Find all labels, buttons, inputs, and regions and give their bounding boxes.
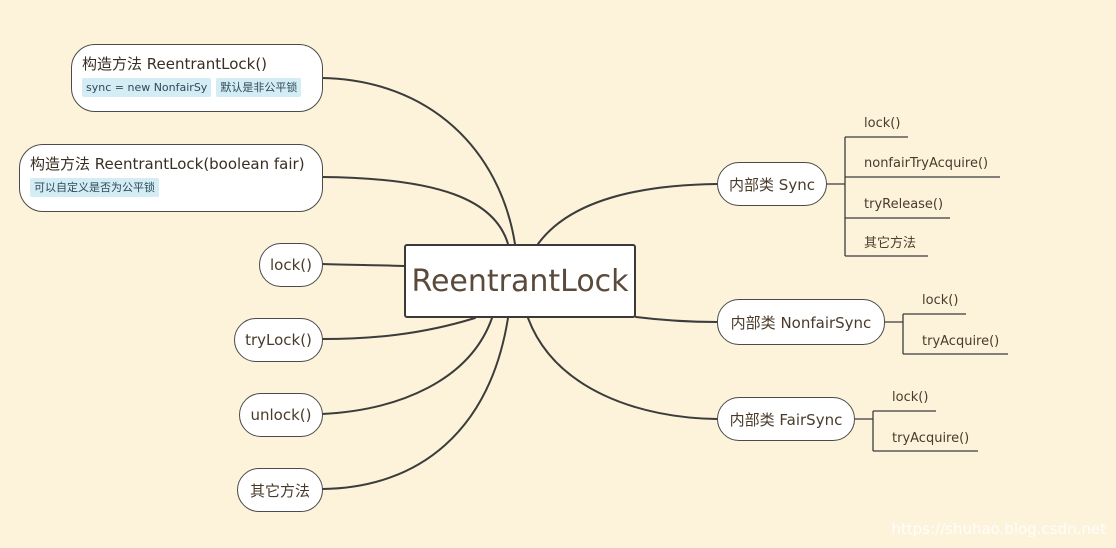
sync-child-nonfairtryacquire[interactable]: nonfairTryAcquire(): [864, 156, 989, 171]
ctor-fair-title: 构造方法 ReentrantLock(boolean fair): [30, 155, 305, 173]
sync-child-tryrelease[interactable]: tryRelease(): [864, 197, 944, 212]
left-unlock-node[interactable]: unlock(): [239, 393, 323, 437]
fair-child-lock[interactable]: lock(): [892, 390, 929, 405]
ctor-default-tag-sync: sync = new NonfairSy: [82, 78, 212, 97]
root-node[interactable]: ReentrantLock: [404, 244, 636, 318]
edge-trylock: [321, 317, 476, 340]
edge-ctor-default: [321, 77, 516, 245]
edge-other: [321, 317, 509, 490]
ctor-fair-tag: 可以自定义是否为公平锁: [30, 178, 159, 197]
nonfair-child-tryacquire[interactable]: tryAcquire(): [922, 334, 1000, 349]
edge-unlock: [321, 317, 493, 415]
nonfair-node[interactable]: 内部类 NonfairSync: [717, 299, 885, 345]
left-trylock-node[interactable]: tryLock(): [234, 318, 323, 362]
ctor-default-tag-default: 默认是非公平锁: [216, 78, 302, 97]
left-lock-label: lock(): [270, 256, 312, 274]
sync-node[interactable]: 内部类 Sync: [717, 162, 827, 206]
left-other-node[interactable]: 其它方法: [237, 468, 323, 512]
edge-fair: [527, 317, 718, 420]
fair-node[interactable]: 内部类 FairSync: [717, 397, 855, 441]
left-trylock-label: tryLock(): [245, 331, 312, 349]
bracket-fair: [855, 411, 874, 451]
bracket-sync: [827, 137, 846, 256]
watermark: https://shuhao.blog.csdn.net: [891, 520, 1106, 538]
left-other-label: 其它方法: [249, 481, 310, 500]
ctor-fair-node[interactable]: 构造方法 ReentrantLock(boolean fair) 可以自定义是否…: [19, 144, 323, 212]
sync-child-lock[interactable]: lock(): [864, 116, 901, 131]
nonfair-child-lock[interactable]: lock(): [922, 293, 959, 308]
edge-sync: [537, 183, 718, 245]
ctor-default-title: 构造方法 ReentrantLock(): [82, 55, 268, 73]
fair-label: 内部类 FairSync: [729, 410, 843, 429]
left-unlock-label: unlock(): [250, 406, 312, 424]
left-lock-node[interactable]: lock(): [259, 243, 323, 287]
edge-ctor-fair: [321, 176, 509, 245]
root-label: ReentrantLock: [411, 263, 629, 299]
bracket-nonfair: [885, 314, 904, 354]
fair-child-tryacquire[interactable]: tryAcquire(): [892, 431, 970, 446]
sync-label: 内部类 Sync: [729, 175, 815, 194]
edge-lock: [321, 263, 405, 267]
ctor-default-node[interactable]: 构造方法 ReentrantLock() sync = new NonfairS…: [71, 44, 323, 112]
nonfair-label: 内部类 NonfairSync: [730, 313, 872, 332]
sync-child-other[interactable]: 其它方法: [864, 236, 917, 251]
edge-nonfair: [635, 316, 718, 323]
